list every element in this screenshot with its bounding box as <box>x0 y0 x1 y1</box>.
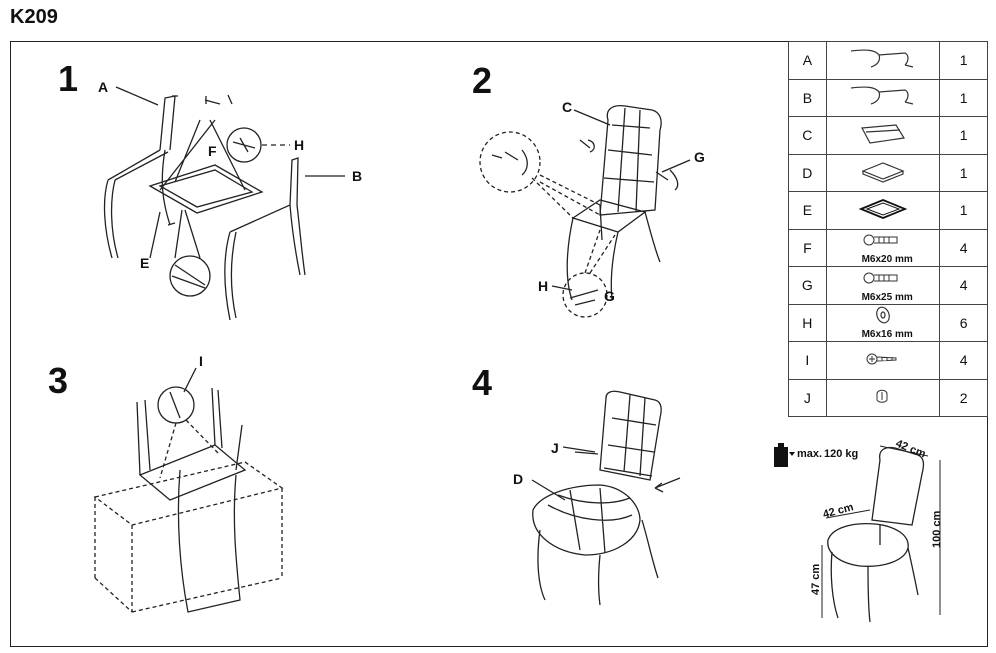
part-icon-cell: M6x20 mm <box>825 228 941 267</box>
callout-e: E <box>140 255 149 271</box>
part-icon-cell <box>825 116 941 155</box>
dimension-chair <box>821 445 941 623</box>
callout-i: I <box>199 353 203 369</box>
callout-d: D <box>513 471 523 487</box>
callout-j: J <box>551 440 559 456</box>
part-quantity: 6 <box>939 303 988 342</box>
seat-cushion-icon <box>827 159 940 186</box>
dim-depth: 42 cm <box>822 501 855 521</box>
part-letter: I <box>788 341 827 380</box>
callout-h: H <box>538 278 548 294</box>
seat-frame-icon <box>827 197 940 224</box>
part-spec: M6x16 mm <box>861 329 913 340</box>
part-letter: H <box>788 303 827 342</box>
part-spec: M6x25 mm <box>861 291 913 303</box>
callout-b: B <box>352 168 362 184</box>
backrest-icon <box>827 122 940 149</box>
step-2-illustration <box>479 104 691 318</box>
step-1-illustration <box>103 86 345 321</box>
part-letter: J <box>788 378 827 417</box>
part-letter: E <box>788 191 827 230</box>
callout-g: G <box>604 288 615 304</box>
part-icon-cell <box>825 78 941 117</box>
part-quantity: 1 <box>939 116 988 155</box>
part-icon-cell <box>825 153 941 192</box>
part-icon-cell: M6x25 mm <box>825 266 941 305</box>
chair-leg-frame-icon <box>827 47 940 74</box>
parts-row: F M6x20 mm 4 <box>788 228 988 267</box>
weight-icon <box>774 443 795 467</box>
step-number-2: 2 <box>472 60 493 101</box>
bolt-icon <box>827 233 940 250</box>
part-quantity: 2 <box>939 378 988 417</box>
part-letter: F <box>788 228 827 267</box>
instruction-frame <box>10 41 988 647</box>
callout-h: H <box>294 137 304 153</box>
part-icon-cell <box>825 341 941 380</box>
dim-height: 100 cm <box>931 510 943 548</box>
dim-seat-height: 47 cm <box>810 564 822 595</box>
part-quantity: 1 <box>939 153 988 192</box>
part-spec: M6x20 mm <box>861 254 913 265</box>
step-4-illustration <box>531 390 681 606</box>
part-icon-cell: M6x16 mm <box>825 303 941 342</box>
capacity-value: 120 kg <box>824 448 858 460</box>
screw-icon <box>827 352 940 369</box>
model-code: K209 <box>10 6 58 28</box>
parts-row: G M6x25 mm 4 <box>788 266 988 305</box>
part-icon-cell <box>825 378 941 417</box>
part-quantity: 1 <box>939 78 988 117</box>
part-quantity: 1 <box>939 191 988 230</box>
dim-width: 42 cm <box>894 438 928 461</box>
part-quantity: 1 <box>939 41 988 80</box>
part-icon-cell <box>825 191 941 230</box>
callout-a: A <box>98 79 108 95</box>
part-icon-cell <box>825 41 941 80</box>
part-letter: G <box>788 266 827 305</box>
step-number-3: 3 <box>48 360 69 401</box>
part-quantity: 4 <box>939 228 988 267</box>
step-3-illustration <box>93 367 284 613</box>
part-quantity: 4 <box>939 341 988 380</box>
seat-frame-e <box>148 164 264 214</box>
step-number-1: 1 <box>58 58 79 99</box>
part-quantity: 4 <box>939 266 988 305</box>
part-letter: A <box>788 41 827 80</box>
capacity-prefix: max. <box>797 448 822 460</box>
washer-icon <box>827 305 940 328</box>
step-number-4: 4 <box>472 362 493 403</box>
callout-c: C <box>562 99 572 115</box>
part-letter: C <box>788 116 827 155</box>
part-letter: D <box>788 153 827 192</box>
callout-f: F <box>208 143 217 159</box>
bolt-icon <box>827 271 940 288</box>
callout-g: G <box>694 149 705 165</box>
chair-leg-frame-icon <box>827 84 940 111</box>
cap-icon <box>827 386 940 409</box>
parts-row: H M6x16 mm 6 <box>788 303 988 342</box>
part-letter: B <box>788 78 827 117</box>
